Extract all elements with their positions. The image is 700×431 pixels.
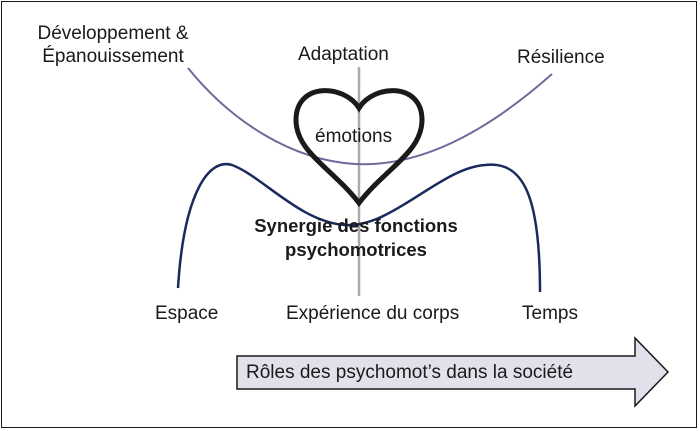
emotions-label: émotions bbox=[315, 126, 393, 147]
development-label-line1: Développement & bbox=[37, 23, 189, 44]
synergy-title-line2: psychomotrices bbox=[285, 239, 427, 260]
arrow-label: Rôles des psychomot’s dans la société bbox=[246, 362, 574, 383]
right-arrow-icon bbox=[236, 336, 670, 408]
upper-curve bbox=[187, 67, 553, 166]
development-label: Développement & Épanouissement bbox=[18, 22, 208, 68]
heart-icon bbox=[293, 88, 425, 208]
time-label: Temps bbox=[522, 303, 578, 324]
resilience-label: Résilience bbox=[517, 47, 605, 68]
synergy-title-line1: Synergie des fonctions bbox=[254, 215, 458, 236]
space-label: Espace bbox=[155, 303, 219, 324]
lower-curve bbox=[176, 162, 542, 293]
adaptation-label: Adaptation bbox=[298, 44, 389, 65]
body-experience-label: Expérience du corps bbox=[286, 303, 460, 324]
development-label-line2: Épanouissement bbox=[42, 46, 184, 67]
synergy-title: Synergie des fonctions psychomotrices bbox=[230, 214, 482, 262]
